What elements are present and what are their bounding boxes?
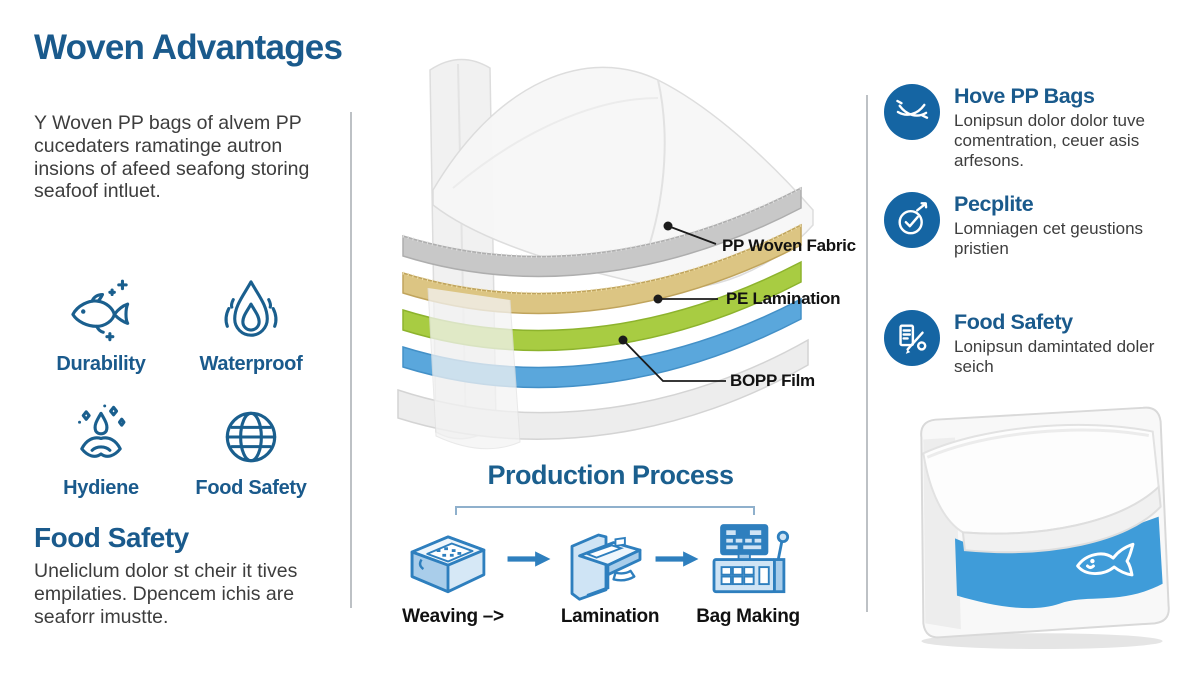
- layer-label-pp-woven-fabric: PP Woven Fabric: [722, 236, 856, 255]
- divider-right: [866, 95, 868, 612]
- right-item-food-safety: Food Safety Lonipsun damintated doler se…: [884, 310, 1196, 377]
- lamination-machine-icon: [570, 533, 642, 601]
- right-item-body: Lonipsun damintated doler seich: [954, 337, 1155, 377]
- feature-hygiene: Hydiene: [26, 400, 176, 500]
- arrow-right-icon: [507, 551, 551, 567]
- crossed-stitch-icon: [884, 84, 940, 140]
- waterdrop-flame-icon: [224, 280, 278, 337]
- food-safety-block: Food Safety Uneliclum dolor st cheir it …: [34, 522, 346, 628]
- food-safety-body: Uneliclum dolor st cheir it tives empila…: [34, 560, 298, 628]
- layered-bag-diagram: PP Woven Fabric PE Lamination BOPP Film: [358, 38, 863, 468]
- step-label-lamination: Lamination: [560, 606, 660, 627]
- arrow-right-icon: [655, 551, 699, 567]
- right-item-heading: Food Safety: [954, 310, 1073, 334]
- bag-making-machine-icon: [712, 524, 790, 594]
- page-title: Woven Advantages: [34, 28, 343, 67]
- pp-bag-product-image: [893, 392, 1191, 654]
- clock-check-icon: [884, 192, 940, 248]
- right-item-heading: Pecplite: [954, 192, 1034, 216]
- globe-icon: [225, 411, 277, 463]
- feature-durability: Durability: [26, 276, 176, 376]
- feature-food-safety: Food Safety: [176, 400, 326, 500]
- bag-layers-illustration: [397, 58, 814, 450]
- feature-label: Durability: [56, 353, 146, 375]
- right-item-hove-pp-bags: Hove PP Bags Lonipsun dolor dolor tuve c…: [884, 84, 1196, 171]
- fish-icon: [71, 279, 130, 342]
- feature-label: Food Safety: [195, 477, 307, 499]
- layer-label-pe-lamination: PE Lamination: [726, 289, 841, 308]
- right-item-body: Lomniagen cet geustions pristien: [954, 219, 1144, 259]
- document-pencil-icon: [884, 310, 940, 366]
- feature-grid: Durability Waterproof: [26, 276, 334, 500]
- production-process-title: Production Process: [487, 460, 734, 490]
- feature-waterproof: Waterproof: [176, 276, 326, 376]
- process-bracket-line: [455, 506, 755, 515]
- step-label-weaving: Weaving –>: [402, 606, 504, 627]
- feature-label: Waterproof: [199, 353, 303, 375]
- step-label-bag-making: Bag Making: [696, 606, 800, 627]
- divider-left: [350, 112, 352, 608]
- right-item-heading: Hove PP Bags: [954, 84, 1095, 108]
- right-item-body: Lonipsun dolor dolor tuve comentration, …: [954, 111, 1145, 171]
- food-safety-heading: Food Safety: [34, 522, 189, 553]
- intro-paragraph: Y Woven PP bags of alvem PP cucedaters r…: [34, 112, 310, 203]
- weaving-machine-icon: [410, 535, 486, 594]
- layer-label-bopp-film: BOPP Film: [730, 371, 815, 390]
- feature-label: Hydiene: [63, 477, 139, 499]
- hygiene-sparkle-icon: [78, 404, 126, 458]
- production-process-section: Production Process: [358, 460, 863, 672]
- right-item-pecplite: Pecplite Lomniagen cet geustions pristie…: [884, 192, 1196, 259]
